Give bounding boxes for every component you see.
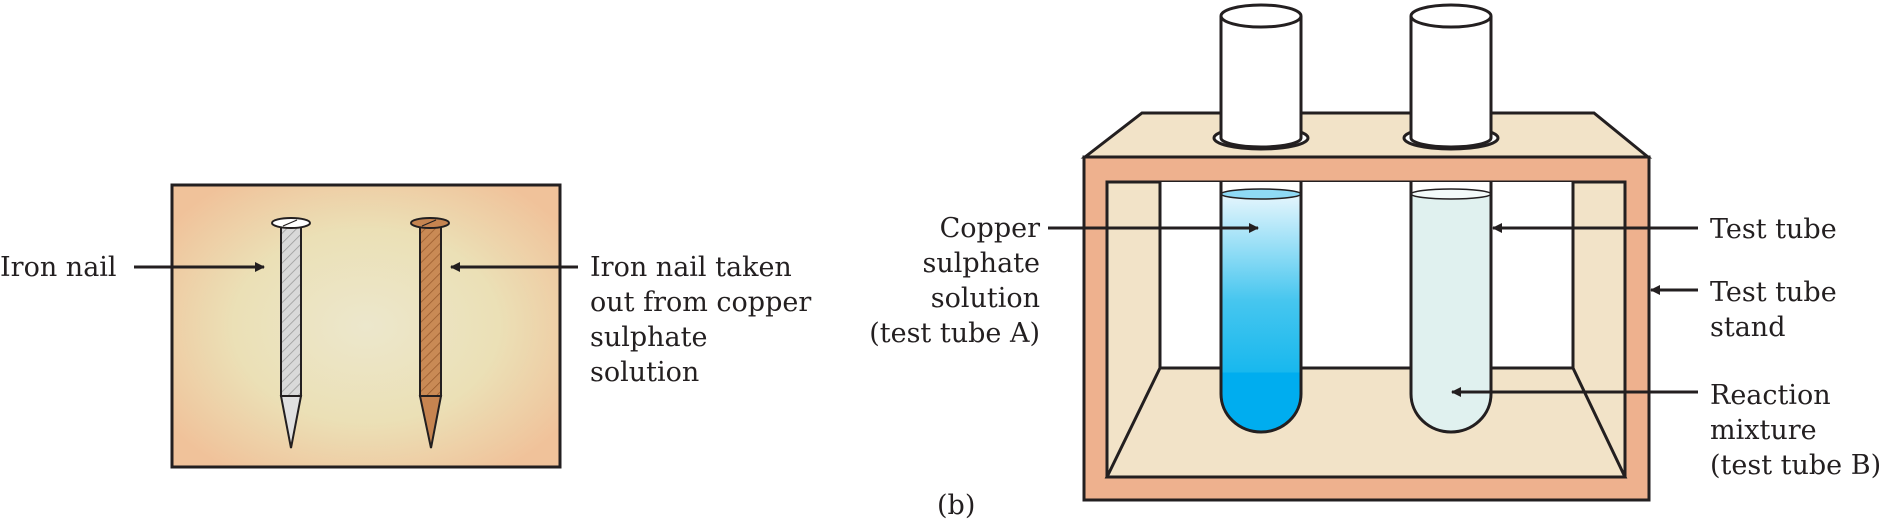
iron-nail-label: Iron nail bbox=[0, 252, 117, 283]
copper-sulphate-label: Copper sulphate solution (test tube A) bbox=[869, 213, 1040, 349]
stand-base bbox=[1104, 366, 1628, 479]
test-tube-label: Test tube bbox=[1710, 214, 1837, 245]
tube-a-upper bbox=[1219, 3, 1303, 149]
reaction-mixture-label: Reaction mixture (test tube B) bbox=[1710, 380, 1882, 481]
copper-nail-label: Iron nail taken out from copper sulphate… bbox=[590, 252, 812, 388]
test-tube-b bbox=[1409, 182, 1493, 434]
stand-label: Test tube stand bbox=[1710, 277, 1837, 343]
nail-board bbox=[170, 183, 562, 469]
test-tube-a bbox=[1219, 182, 1303, 434]
panel-b-caption: (b) bbox=[937, 490, 976, 521]
copper-coated-nail bbox=[410, 217, 450, 449]
tube-b-upper bbox=[1409, 3, 1493, 149]
stand-top bbox=[1080, 111, 1653, 159]
iron-nail bbox=[271, 217, 311, 449]
